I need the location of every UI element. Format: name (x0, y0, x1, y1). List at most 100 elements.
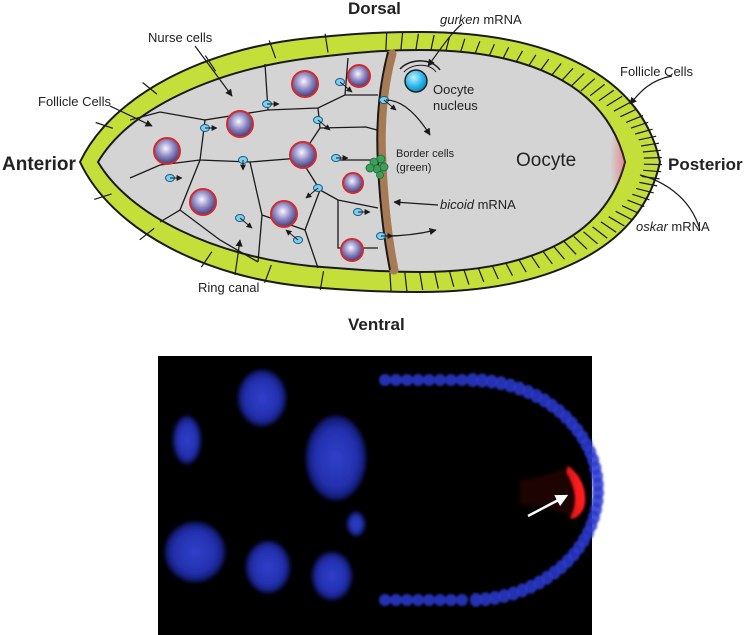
follicle-nucleus-stain (479, 592, 492, 607)
nurse-nucleus (153, 137, 181, 165)
leader-lines (109, 23, 701, 276)
gurken-suffix: mRNA (480, 12, 522, 27)
follicle-cell-divider (630, 121, 649, 129)
oskar-label: oskar mRNA (636, 219, 710, 234)
follicle-nucleus-stain (445, 594, 457, 606)
ring-canal (285, 229, 303, 244)
follicle-cell-divider (419, 271, 424, 291)
follicle-nucleus-stain (456, 594, 468, 606)
ring-canal (331, 154, 349, 162)
follicle-cell-divider (608, 216, 625, 227)
ring-canal-label: Ring canal (198, 280, 260, 295)
bicoid-suffix: mRNA (474, 197, 516, 212)
ring-canal (165, 174, 183, 182)
ring-canal (262, 100, 280, 108)
follicle-nucleus-stain (488, 590, 501, 605)
nurse-cells-label: Nurse cells (148, 30, 213, 45)
oocyte-nucleus-label-1: Oocyte (433, 82, 474, 97)
follicle-nucleus-stain (456, 374, 468, 386)
ring-canal (235, 214, 253, 229)
oskar-gene-name: oskar (636, 219, 668, 234)
follicle-cell-divider (142, 82, 158, 95)
follicle-cell-divider (620, 108, 638, 118)
follicle-nucleus-stain (423, 374, 435, 386)
nurse-nucleus (340, 238, 364, 262)
follicle-cell-divider (319, 271, 325, 291)
follicle-cells-left-label: Follicle Cells (38, 94, 111, 109)
fluorescence-micrograph (158, 356, 604, 635)
bicoid-gene-name: bicoid (440, 197, 475, 212)
follicle-cell-divider (385, 32, 388, 52)
nurse-nucleus (347, 64, 371, 88)
cytoplasmic-flow-arrow (385, 99, 431, 136)
dorsal-label: Dorsal (348, 0, 401, 18)
follicle-cell-divider (95, 121, 113, 129)
follicle-cell-divider (636, 187, 654, 194)
follicle-nucleus-stain (401, 374, 413, 386)
follicle-nucleus-stain (379, 594, 391, 606)
nurse-nucleus (270, 200, 298, 228)
ring-canal (305, 184, 323, 199)
follicle-cell-divider (632, 193, 650, 201)
follicle-nucleus-stain (476, 373, 489, 388)
follicle-nucleus-stain (434, 374, 446, 386)
follicle-cell-divider (613, 101, 631, 112)
follicle-cell-divider (635, 128, 653, 135)
follicle-cells-right-label: Follicle Cells (620, 64, 693, 79)
follicle-nucleus-stain (401, 594, 413, 606)
follicle-nucleus-stain (507, 586, 520, 601)
oskar-faint-glow (520, 466, 578, 520)
follicle-cell-divider (627, 199, 645, 208)
follicle-cell-divider (264, 264, 272, 284)
nurse-nucleus (289, 141, 317, 169)
follicle-cell-divider (404, 272, 408, 292)
anterior-label: Anterior (2, 154, 77, 175)
gurken-mrna-crescent (399, 60, 441, 71)
follicle-nucleus-stain (469, 592, 482, 607)
follicle-cell-divider (643, 156, 662, 159)
egg-chamber (78, 30, 662, 294)
follicle-cell-divider (389, 272, 392, 292)
follicle-nucleus-stain (379, 374, 391, 386)
follicle-cell-divider (324, 33, 329, 53)
nurse-cell-nuclei (153, 64, 371, 262)
follicle-cell-divider (638, 135, 657, 141)
follicle-cell-divider (621, 205, 639, 214)
follicle-cell-divider (600, 221, 617, 233)
follicle-nucleus-stain (390, 594, 402, 606)
follicle-cell-divider (592, 226, 608, 239)
follicle-nucleus-stain (390, 374, 402, 386)
ring-canals (165, 78, 437, 244)
follicle-cell-divider (641, 142, 660, 147)
nurse-nucleus (342, 172, 364, 194)
nurse-nucleus (189, 188, 217, 216)
follicle-cell-divider (639, 181, 658, 187)
oocyte-nucleus-label-2: nucleus (433, 98, 478, 113)
follicle-cell-divider (589, 83, 605, 97)
ring-canal (379, 96, 397, 111)
oocyte-label: Oocyte (516, 150, 576, 171)
ventral-label: Ventral (348, 315, 405, 334)
posterior-label: Posterior (668, 155, 743, 174)
follicle-cell-divider (268, 40, 277, 59)
follicle-cell-divider (139, 227, 155, 241)
follicle-cell-divider (643, 169, 662, 173)
nurse-nucleus (226, 110, 254, 138)
follicle-nucleus-stain (423, 594, 435, 606)
follicle-cell-divider (204, 55, 217, 72)
follicle-nucleus-stain (445, 374, 457, 386)
oocyte-nucleus (404, 69, 428, 93)
follicle-cell-divider (552, 244, 565, 260)
cytoplasmic-flow-arrow (385, 228, 437, 237)
border-cells-label-1: Border cells (396, 148, 455, 160)
ring-canal (200, 124, 218, 132)
follicle-cell-divider (642, 149, 661, 153)
follicle-cell-divider (625, 115, 644, 123)
dapi-nuclei (165, 370, 366, 600)
border-cells-label-2: (green) (396, 162, 431, 174)
gurken-gene-name: gurken (440, 12, 480, 27)
follicle-cell-divider (433, 269, 439, 289)
follicle-nucleus-stain (485, 374, 498, 389)
border-cells (365, 154, 389, 179)
